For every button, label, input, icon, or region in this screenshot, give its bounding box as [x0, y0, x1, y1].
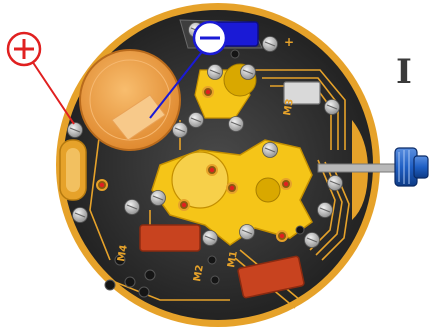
minus-circle-icon [192, 20, 228, 56]
label-m1: M1 [226, 250, 240, 269]
stepper-coils [139, 81, 321, 299]
battery [79, 49, 181, 151]
label-m4: M4 [116, 244, 130, 263]
label-m2: M2 [192, 264, 206, 283]
crown-position-label: I [396, 52, 412, 92]
plus-circle-icon [6, 31, 42, 67]
plus-callout-line [25, 51, 75, 125]
minus-callout-line [149, 47, 206, 119]
label-m3: M3 [282, 98, 296, 117]
label-board-plus: + [284, 35, 294, 49]
coil-m3 [283, 81, 321, 105]
contact-pad-inner [66, 148, 80, 192]
winding-stem [317, 163, 399, 173]
coil-m1 [237, 255, 305, 299]
crown-icon[interactable] [394, 147, 429, 187]
coil-m4 [139, 224, 201, 252]
mounting-holes [104, 49, 305, 298]
